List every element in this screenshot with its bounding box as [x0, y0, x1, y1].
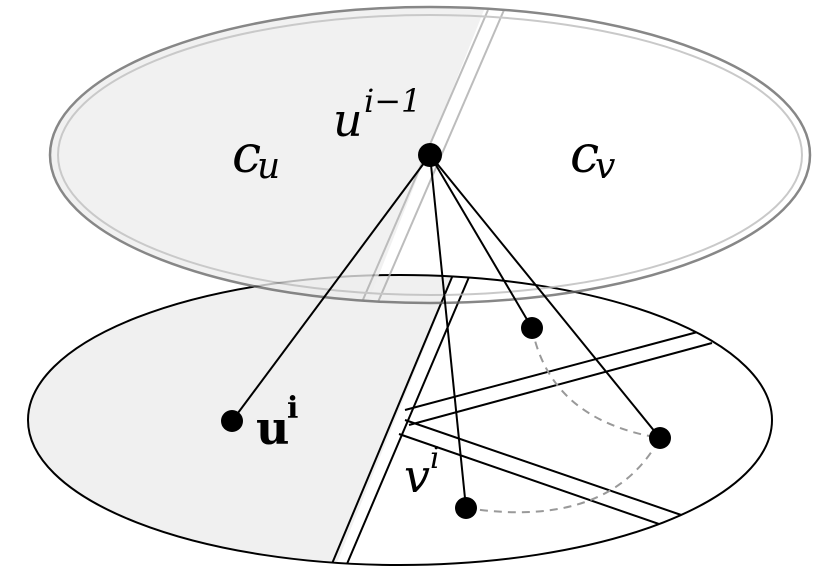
node-u-prev [418, 143, 442, 167]
svg-text:c: c [570, 125, 599, 185]
svg-text:i: i [430, 441, 440, 476]
dashed-link-bottom [465, 437, 661, 514]
node-u-i [221, 410, 243, 432]
svg-text:v: v [404, 449, 430, 503]
svg-text:u: u [256, 401, 289, 455]
upper-ellipse-inner [57, 14, 803, 296]
label-c-u: c u [232, 125, 280, 187]
dashed-link-top [531, 327, 661, 439]
label-v-i: v i [404, 441, 440, 503]
edges [231, 154, 661, 509]
svg-text:u: u [257, 146, 280, 187]
node-b [649, 427, 671, 449]
dashed-links [465, 327, 661, 514]
svg-text:c: c [232, 125, 261, 185]
edge-to-node-b [429, 154, 661, 439]
nodes [221, 143, 671, 519]
node-a [521, 317, 543, 339]
edge-to-ui [231, 154, 431, 422]
svg-text:i: i [287, 391, 298, 426]
svg-text:i−1: i−1 [364, 82, 421, 120]
label-u-prev: u i−1 [333, 82, 421, 147]
edge-to-node-a [429, 154, 533, 329]
lower-level-disc [27, 274, 773, 566]
label-c-v: c v [570, 125, 615, 187]
node-v-i [455, 497, 477, 519]
svg-text:u: u [333, 93, 363, 147]
upper-ellipse-outer [48, 5, 812, 305]
label-u-i: u i [256, 391, 298, 455]
edge-to-vi [429, 154, 467, 509]
upper-level-disc [48, 5, 812, 305]
svg-text:v: v [595, 146, 615, 187]
